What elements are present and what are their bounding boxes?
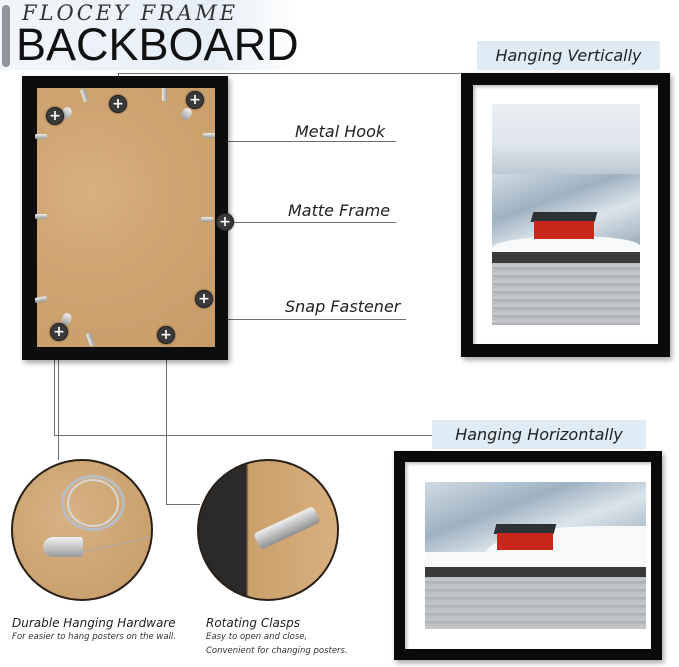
plus-marker-icon[interactable]: + (46, 107, 64, 125)
plus-marker-icon[interactable]: + (50, 323, 68, 341)
connector-left-horizontal (54, 435, 434, 436)
horizontal-photo (425, 482, 646, 629)
vertical-photo (492, 104, 640, 325)
connector-matte-horizontal (232, 222, 396, 223)
feature-title-hardware: Durable Hanging Hardware (12, 616, 176, 630)
header-accent-bar (2, 5, 10, 67)
connector-left-vertical-b (58, 333, 59, 460)
connector-snap-horizontal (204, 319, 406, 320)
detail-hanging-hardware (11, 459, 153, 601)
label-matte-frame: Matte Frame (288, 201, 391, 220)
wire-coil-icon (67, 479, 119, 527)
clip-icon (203, 133, 215, 138)
feature-desc-hardware: For easier to hang posters on the wall. (12, 632, 176, 642)
tag-hanging-horizontally: Hanging Horizontally (432, 420, 646, 449)
backboard-panel (37, 88, 215, 347)
page-title: BACKBOARD (16, 19, 299, 70)
plus-marker-icon[interactable]: + (195, 290, 213, 308)
connector-hook-horizontal (195, 141, 396, 142)
feature-desc-clasps-2: Convenient for changing posters. (206, 646, 348, 656)
tag-hanging-vertically: Hanging Vertically (477, 41, 660, 70)
feature-title-clasps: Rotating Clasps (206, 616, 301, 630)
label-metal-hook: Metal Hook (295, 122, 386, 141)
red-hut (497, 533, 553, 550)
plus-marker-icon[interactable]: + (109, 95, 127, 113)
clip-icon (35, 214, 47, 219)
plus-marker-icon[interactable]: + (216, 213, 234, 231)
detail-rotating-clasps (197, 459, 339, 601)
label-snap-fastener: Snap Fastener (285, 297, 401, 316)
feature-desc-clasps-1: Easy to open and close, (206, 632, 308, 642)
red-hut (534, 221, 594, 239)
plus-marker-icon[interactable]: + (186, 91, 204, 109)
connector-bottom-horizontal (166, 504, 200, 505)
wire-icon (73, 536, 151, 555)
header-banner (0, 0, 300, 70)
clip-icon (201, 217, 213, 222)
plus-marker-icon[interactable]: + (157, 326, 175, 344)
clip-icon (162, 88, 167, 101)
hanger-bracket-icon (43, 537, 83, 557)
clip-icon (35, 134, 47, 139)
brand-name: FLOCEY FRAME (22, 1, 239, 25)
connector-bottom-vertical (166, 335, 167, 505)
clasp-icon (253, 505, 321, 551)
connector-top-horizontal (118, 73, 460, 74)
wire-coil-icon (61, 475, 125, 531)
